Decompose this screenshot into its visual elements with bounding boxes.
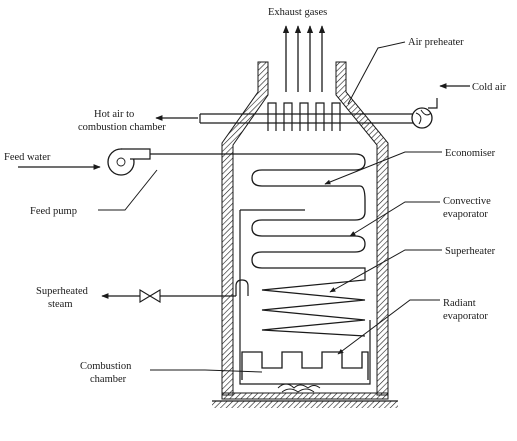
- leader-air-preheater: [347, 41, 406, 105]
- label-superheated-line1: Superheated: [36, 286, 89, 297]
- air-blower-outlet: [428, 98, 438, 109]
- label-superheater: Superheater: [445, 246, 496, 257]
- superheater-coil: [261, 267, 366, 337]
- label-superheated-line2: steam: [48, 299, 73, 310]
- radiant-evaporator-tubes: [241, 351, 369, 380]
- economiser-coil: [251, 153, 366, 187]
- radiant-outer-loop: [239, 290, 371, 385]
- label-exhaust-gases: Exhaust gases: [268, 7, 327, 18]
- exhaust-arrows: [282, 25, 326, 92]
- air-preheater: [199, 98, 438, 131]
- label-radiant-line2: evaporator: [443, 311, 488, 322]
- label-hot-air-line1: Hot air to: [94, 109, 134, 120]
- label-combustion-line1: Combustion: [80, 361, 132, 372]
- leader-convective-evaporator: [349, 201, 440, 237]
- leader-economiser: [324, 151, 442, 185]
- label-radiant-line1: Radiant: [443, 298, 476, 309]
- label-air-preheater: Air preheater: [408, 37, 464, 48]
- label-convective-line2: evaporator: [443, 209, 488, 220]
- feed-pump: [107, 148, 151, 176]
- label-convective-line1: Convective: [443, 196, 491, 207]
- label-combustion-line2: chamber: [90, 374, 127, 385]
- label-cold-air: Cold air: [472, 82, 507, 93]
- superheater-header: [235, 279, 249, 296]
- burner-flame: [277, 383, 321, 393]
- leader-superheater: [329, 249, 442, 293]
- label-economiser: Economiser: [445, 148, 496, 159]
- convective-evaporator-coil: [251, 185, 366, 269]
- leader-feed-pump: [98, 169, 158, 211]
- leader-radiant-evaporator: [337, 299, 440, 355]
- label-feed-pump: Feed pump: [30, 206, 77, 217]
- ground-hatch: [212, 401, 398, 408]
- steam-valve: [139, 289, 161, 303]
- label-hot-air-line2: combustion chamber: [78, 122, 166, 133]
- air-blower-impeller: [415, 109, 432, 125]
- left-wall: [221, 61, 269, 396]
- preheater-tubes: [267, 102, 341, 131]
- label-feed-water: Feed water: [4, 152, 51, 163]
- leader-combustion-chamber: [150, 369, 263, 373]
- boiler-shell: [212, 61, 398, 408]
- furnace-floor: [221, 392, 389, 400]
